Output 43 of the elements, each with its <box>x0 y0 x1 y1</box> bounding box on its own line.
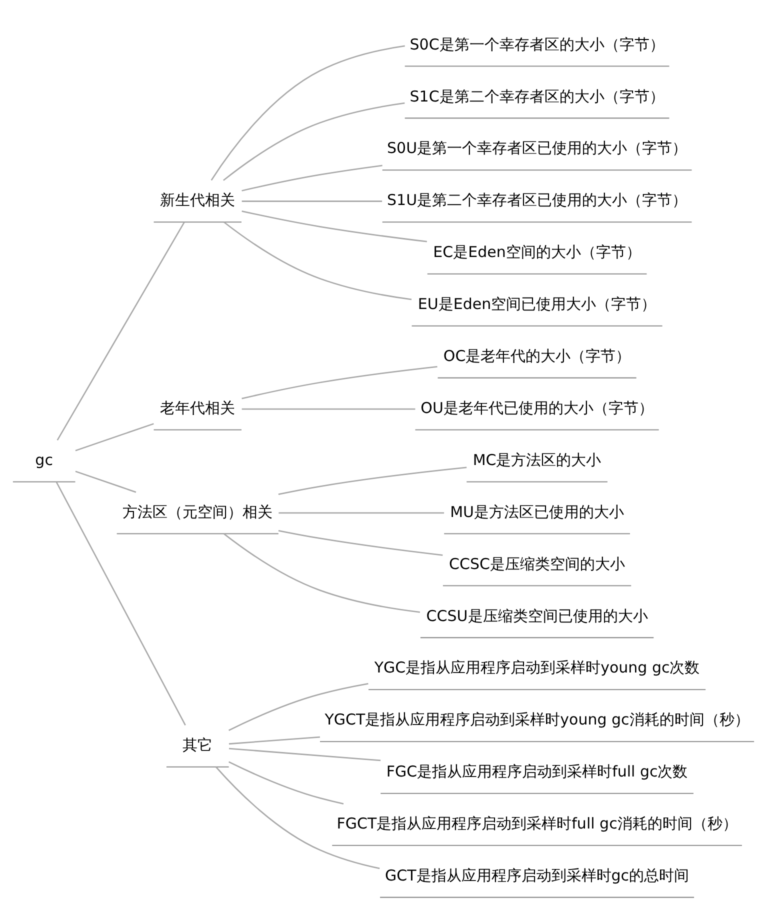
connector <box>223 102 405 180</box>
node-text: OU是老年代已使用的大小（字节） <box>420 398 654 416</box>
connector <box>242 210 427 242</box>
node-text: YGCT是指从应用程序启动到采样时young gc消耗的时间（秒） <box>324 710 750 728</box>
node-text: 方法区（元空间）相关 <box>122 502 273 520</box>
node-text: GCT是指从应用程序启动到采样时gc的总时间 <box>385 866 690 884</box>
connector <box>242 365 438 399</box>
node-text: 其它 <box>182 736 213 754</box>
connector <box>242 164 382 191</box>
node-text: OC是老年代的大小（字节） <box>443 346 631 365</box>
connector <box>228 747 381 761</box>
node-text: MC是方法区的大小 <box>472 450 602 468</box>
connector <box>224 221 412 300</box>
connector <box>56 481 186 725</box>
node-text: EC是Eden空间的大小（字节） <box>433 242 641 261</box>
connector <box>56 221 185 440</box>
connector <box>228 682 368 731</box>
node-text: 老年代相关 <box>160 398 236 416</box>
connector <box>75 422 154 451</box>
node-text: S1C是第二个幸存者区的大小（字节） <box>410 86 664 105</box>
node-text: CCSU是压缩类空间已使用的大小 <box>426 606 648 624</box>
connector <box>278 529 443 556</box>
node-text: FGCT是指从应用程序启动到采样时full gc消耗的时间（秒） <box>336 814 738 832</box>
connector <box>228 760 344 804</box>
node-text: S1U是第二个幸存者区已使用的大小（字节） <box>387 190 688 209</box>
connector <box>210 44 405 180</box>
connector <box>278 466 467 494</box>
connector <box>228 736 320 744</box>
connector <box>242 200 382 202</box>
node-text: YGC是指从应用程序启动到采样时young gc次数 <box>374 658 700 676</box>
connector <box>216 766 380 869</box>
connector <box>242 408 416 410</box>
node-text: FGC是指从应用程序启动到采样时full gc次数 <box>386 762 688 780</box>
node-text: MU是方法区已使用的大小 <box>450 502 624 520</box>
connector <box>278 512 444 514</box>
connector <box>224 532 420 612</box>
node-text: gc <box>35 450 53 468</box>
connector <box>75 470 136 492</box>
node-text: 新生代相关 <box>160 190 236 209</box>
node-text: S0U是第一个幸存者区已使用的大小（字节） <box>387 138 688 157</box>
node-text: S0C是第一个幸存者区的大小（字节） <box>410 34 664 53</box>
node-text: EU是Eden空间已使用大小（字节） <box>418 294 656 313</box>
node-text: CCSC是压缩类空间的大小 <box>449 554 626 572</box>
